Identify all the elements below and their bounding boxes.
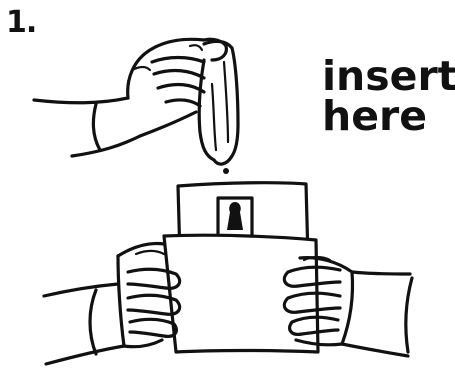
caption-line-1: insert xyxy=(322,56,455,96)
left-hand-icon xyxy=(44,244,180,365)
envelope-icon xyxy=(164,183,318,352)
condom-icon xyxy=(199,41,238,174)
step-number: 1. xyxy=(6,8,36,38)
instruction-caption: insert here xyxy=(322,56,455,136)
upper-hand-icon xyxy=(34,39,226,156)
caption-line-2: here xyxy=(322,96,455,136)
